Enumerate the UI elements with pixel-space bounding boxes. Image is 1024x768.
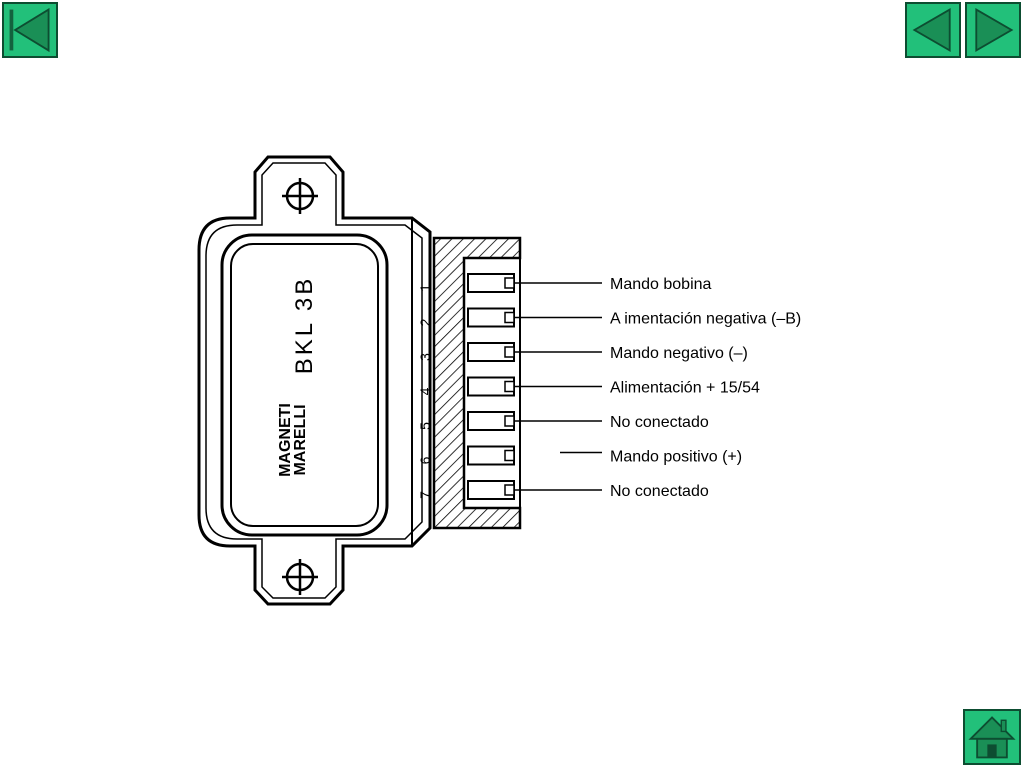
brand-line-1: MAGNETI [277, 403, 294, 477]
previous-slide-icon [912, 7, 951, 53]
first-slide-icon [9, 7, 50, 53]
previous-slide-button[interactable] [905, 2, 961, 58]
mounting-hole-top [282, 178, 318, 214]
model-text-group: BKL 3B [291, 276, 318, 375]
pin-number-3: 3 [417, 353, 433, 361]
home-button[interactable] [963, 709, 1021, 765]
pin-label-5: No conectado [610, 414, 709, 431]
pin-number-5: 5 [417, 422, 433, 430]
brand-line-2: MARELLI [292, 404, 309, 475]
pin-label-4: Alimentación + 15/54 [610, 380, 760, 397]
pin-label-2: A imentación negativa (–B) [610, 311, 801, 328]
module-body [197, 155, 432, 606]
pin-label-6: Mando positivo (+) [610, 449, 742, 466]
pin-6 [467, 445, 515, 466]
pin-number-7: 7 [417, 491, 433, 499]
pin-2 [467, 307, 515, 328]
pin-label-3: Mando negativo (–) [610, 345, 748, 362]
pin-5 [467, 411, 515, 431]
pin-label-7: No conectado [610, 483, 709, 500]
next-slide-button[interactable] [965, 2, 1021, 58]
model-name: BKL 3B [291, 276, 318, 375]
home-icon [968, 716, 1016, 759]
pin-4 [467, 376, 515, 397]
pin-number-6: 6 [417, 456, 433, 464]
pin-number-2: 2 [417, 318, 433, 326]
brand-logo: MAGNETI MARELLI [277, 403, 309, 477]
pin-label-1: Mando bobina [610, 276, 712, 293]
pin-number-4: 4 [417, 387, 433, 395]
pin-7 [467, 480, 515, 500]
pins-group: 1 Mando bobina 2 A imentación negativa (–B)… [417, 273, 801, 500]
next-slide-icon [975, 7, 1014, 53]
mounting-hole-bottom [282, 559, 318, 595]
first-slide-button[interactable] [2, 2, 58, 58]
pin-1 [467, 273, 515, 293]
connector-housing [432, 236, 522, 530]
pin-number-1: 1 [417, 284, 433, 292]
pin-3 [467, 342, 515, 362]
label-panel [220, 233, 389, 537]
